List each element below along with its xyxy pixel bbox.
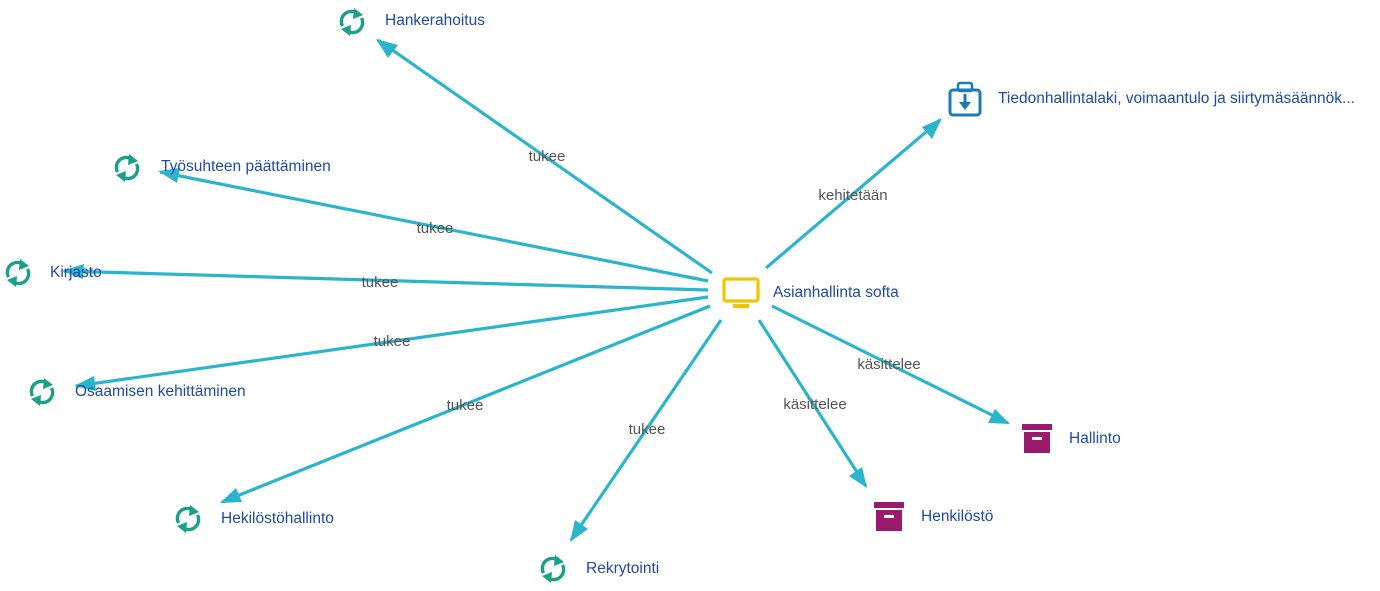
node-label: Rekrytointi bbox=[586, 560, 659, 577]
node-label: Hankerahoitus bbox=[385, 12, 485, 29]
node-label: Asianhallinta softa bbox=[773, 284, 899, 301]
edge-label-hallinto: käsittelee bbox=[857, 356, 920, 373]
edge-osaamisen[interactable] bbox=[74, 295, 709, 391]
edge-hekilosto[interactable] bbox=[220, 304, 711, 504]
node-hallinto[interactable]: Hallinto bbox=[1022, 424, 1121, 453]
archive-box-icon bbox=[874, 502, 904, 531]
node-label: Tiedonhallintalaki, voimaantulo ja siirt… bbox=[998, 90, 1355, 107]
archive-box-icon bbox=[1022, 424, 1052, 453]
node-henkilosto[interactable]: Henkilöstö bbox=[874, 502, 993, 531]
node-rekrytointi[interactable]: Rekrytointi bbox=[540, 553, 659, 585]
monitor-icon bbox=[722, 277, 760, 308]
node-osaamisen-kehittaminen[interactable]: Osaamisen kehittäminen bbox=[29, 376, 246, 408]
edge-label-tyosuhteen: tukee bbox=[417, 220, 454, 237]
node-label: Hallinto bbox=[1069, 430, 1121, 447]
sync-icon bbox=[540, 553, 566, 585]
sync-icon bbox=[29, 376, 55, 408]
edge-hankerahoitus[interactable] bbox=[376, 38, 713, 275]
node-label: Kirjasto bbox=[50, 264, 102, 281]
edge-kirjasto[interactable] bbox=[62, 264, 709, 292]
edge-label-kirjasto: tukee bbox=[362, 274, 399, 291]
edge-rekrytointi[interactable] bbox=[569, 319, 723, 542]
node-asianhallinta-softa[interactable]: Asianhallinta softa bbox=[722, 277, 899, 308]
node-kirjasto[interactable]: Kirjasto bbox=[5, 257, 102, 289]
edge-henkilosto[interactable] bbox=[757, 319, 868, 488]
edge-label-henkilosto: käsittelee bbox=[783, 396, 846, 413]
node-hekilostohallinto[interactable]: Hekilöstöhallinto bbox=[175, 503, 334, 535]
edge-label-hekilosto: tukee bbox=[447, 397, 484, 414]
node-label: Työsuhteen päättäminen bbox=[161, 158, 331, 175]
node-tiedonhallintalaki[interactable]: Tiedonhallintalaki, voimaantulo ja siirt… bbox=[948, 81, 1355, 117]
edge-label-tiedonhallinta: kehitetään bbox=[818, 187, 887, 204]
sync-icon bbox=[175, 503, 201, 535]
edge-tyosuhteen[interactable] bbox=[158, 168, 709, 283]
sync-icon bbox=[339, 6, 365, 38]
edge-label-hankerahoitus: tukee bbox=[529, 148, 566, 165]
edge-hallinto[interactable] bbox=[771, 304, 1010, 425]
sync-icon bbox=[114, 152, 140, 184]
toolbox-download-icon bbox=[948, 81, 982, 117]
edge-label-rekrytointi: tukee bbox=[629, 421, 666, 438]
node-label: Henkilöstö bbox=[921, 508, 993, 525]
node-label: Hekilöstöhallinto bbox=[221, 510, 334, 527]
sync-icon bbox=[5, 257, 31, 289]
edge-tiedonhallinta[interactable] bbox=[764, 118, 942, 270]
node-hankerahoitus[interactable]: Hankerahoitus bbox=[339, 6, 485, 38]
edge-label-osaamisen: tukee bbox=[374, 333, 411, 350]
node-label: Osaamisen kehittäminen bbox=[75, 383, 246, 400]
node-tyosuhteen-paattaminen[interactable]: Työsuhteen päättäminen bbox=[114, 152, 331, 184]
